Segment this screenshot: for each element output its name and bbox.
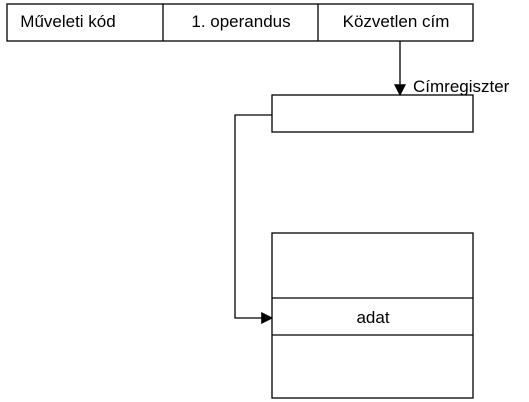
- opcode-field-label: Műveleti kód: [20, 12, 116, 31]
- instruction-word-box: [6, 3, 474, 42]
- instruction-word: [6, 3, 474, 42]
- memory-cell-data-label: adat: [356, 308, 390, 327]
- direct-address-field-label: Közvetlen cím: [342, 12, 450, 31]
- register-to-memory-arrow: [234, 114, 274, 324]
- address-register-label: Címregiszter: [413, 77, 510, 96]
- address-register-box: [271, 94, 474, 133]
- memory-block: [271, 232, 474, 399]
- operand-field-label: 1. operandus: [191, 12, 291, 31]
- memory-box: [271, 232, 474, 399]
